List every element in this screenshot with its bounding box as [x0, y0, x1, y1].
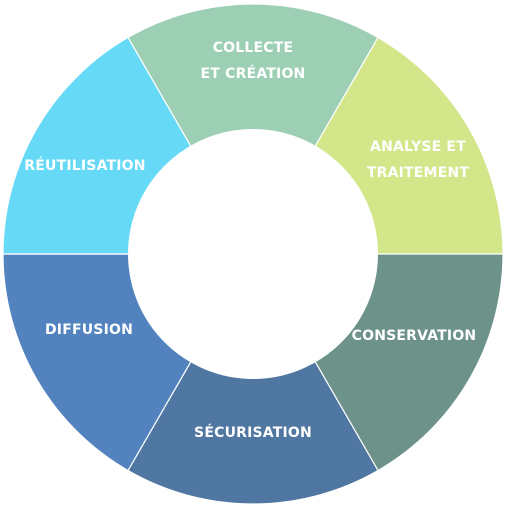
segment-label-line: CONSERVATION [352, 328, 477, 344]
segment-label-collecte: COLLECTE ET CRÉATION [201, 40, 306, 82]
segment-label-line: SÉCURISATION [194, 424, 312, 441]
labels-layer: COLLECTE ET CRÉATION ANALYSE ET TRAITEMENT C… [24, 40, 476, 441]
donut-center-hole [128, 129, 378, 379]
segment-label-reutilisation: RÉUTILISATION [24, 157, 145, 174]
segment-label-line: RÉUTILISATION [24, 157, 145, 174]
segment-label-securisation: SÉCURISATION [194, 424, 312, 441]
segment-label-line: ANALYSE ET [370, 139, 466, 155]
segment-label-line: COLLECTE [213, 40, 294, 56]
segment-label-line: ET CRÉATION [201, 65, 306, 82]
segment-label-conservation: CONSERVATION [352, 328, 477, 344]
segment-label-line: TRAITEMENT [367, 165, 469, 181]
segment-label-line: DIFFUSION [45, 322, 133, 338]
segment-label-diffusion: DIFFUSION [45, 322, 133, 338]
segment-label-analyse: ANALYSE ET TRAITEMENT [367, 139, 469, 181]
